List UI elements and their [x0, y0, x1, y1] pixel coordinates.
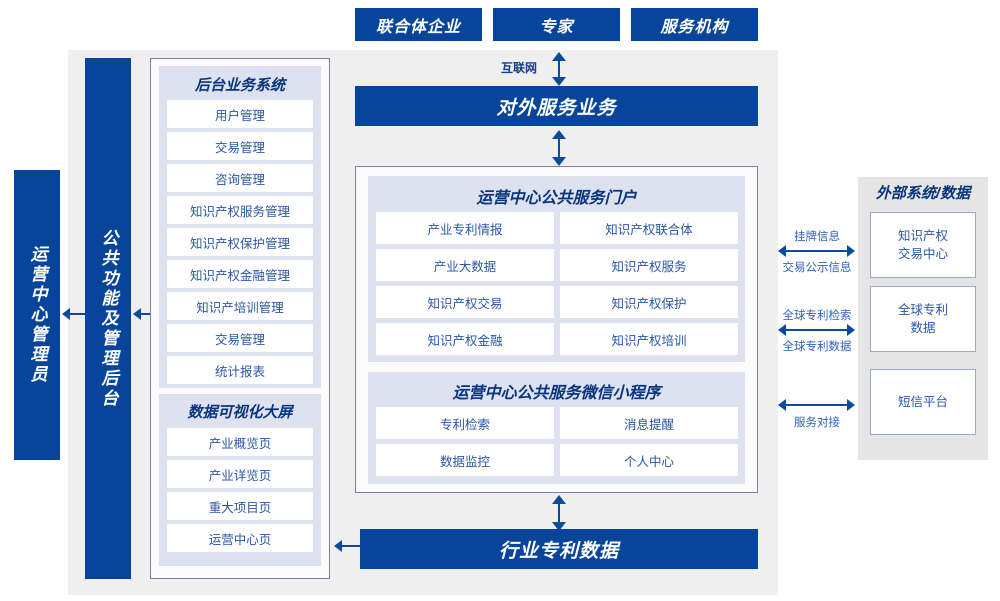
backend-item[interactable]: 知识产权金融管理 [167, 260, 313, 288]
backend-group-title: 后台业务系统 [194, 76, 285, 94]
miniapp-group-title: 运营中心公共服务微信小程序 [452, 385, 661, 402]
sidebar-common-backoffice-label: 公共功能及管理后台 [98, 228, 118, 409]
portal-item[interactable]: 产业专利情报 [376, 212, 554, 244]
external-box-label: 短信平台 [897, 394, 948, 409]
backend-item[interactable]: 知识产权保护管理 [167, 228, 313, 256]
sidebar-common-backoffice: 公共功能及管理后台 [85, 58, 131, 579]
external-box-global-patent[interactable]: 全球专利 数据 [870, 286, 976, 352]
backend-item[interactable]: 统计报表 [167, 356, 313, 384]
portal-group-title: 运营中心公共服务门户 [476, 190, 637, 207]
bottom-bar: 行业专利数据 [360, 529, 758, 569]
top-actor-label: 联合体企业 [375, 18, 461, 36]
visual-item[interactable]: 产业概览页 [167, 428, 313, 456]
external-service-label: 对外服务业务 [496, 97, 617, 119]
ext-connector-patent-label-top: 全球专利检索 [782, 310, 852, 322]
top-actor-0: 联合体企业 [355, 8, 482, 41]
ext-connector-sms-label-bottom: 服务对接 [794, 417, 840, 429]
top-actor-2: 服务机构 [631, 8, 758, 41]
portal-item[interactable]: 产业大数据 [376, 249, 554, 281]
top-actor-label: 服务机构 [660, 18, 729, 36]
backend-item[interactable]: 交易管理 [167, 324, 313, 352]
portal-item[interactable]: 知识产权培训 [560, 323, 738, 355]
portal-item[interactable]: 知识产权保护 [560, 286, 738, 318]
internet-connector [552, 52, 566, 86]
external-panel-title: 外部系统/数据 [875, 185, 971, 202]
miniapp-item[interactable]: 专利检索 [376, 407, 554, 439]
portal-item[interactable]: 知识产权服务 [560, 249, 738, 281]
visual-group-title: 数据可视化大屏 [187, 403, 293, 421]
miniapp-item[interactable]: 个人中心 [560, 444, 738, 476]
portal-item[interactable]: 知识产权金融 [376, 323, 554, 355]
ext-connector-trade-label-bottom: 交易公示信息 [782, 262, 852, 274]
service-portal-connector [552, 130, 566, 166]
portal-item[interactable]: 知识产权联合体 [560, 212, 738, 244]
external-box-trade-center[interactable]: 知识产权 交易中心 [870, 212, 976, 278]
ext-connector-patent-label-bottom: 全球专利数据 [782, 341, 852, 353]
visual-item[interactable]: 运营中心页 [167, 524, 313, 552]
visual-item[interactable]: 重大项目页 [167, 492, 313, 520]
visual-item[interactable]: 产业详览页 [167, 460, 313, 488]
top-actor-1: 专家 [493, 8, 620, 41]
portal-bottombar-connector [552, 495, 566, 531]
portal-item[interactable]: 知识产权交易 [376, 286, 554, 318]
backend-item[interactable]: 知识产培训管理 [167, 292, 313, 320]
external-box-label: 知识产权 交易中心 [897, 228, 948, 261]
miniapp-item[interactable]: 消息提醒 [560, 407, 738, 439]
backend-item[interactable]: 咨询管理 [167, 164, 313, 192]
external-box-label: 全球专利 数据 [897, 302, 948, 335]
external-box-sms-platform[interactable]: 短信平台 [870, 369, 976, 435]
sidebar-operation-admin-label: 运营中心管理员 [27, 245, 47, 385]
external-service-bar: 对外服务业务 [355, 86, 758, 126]
bottom-bar-label: 行业专利数据 [498, 540, 619, 562]
ext-connector-trade-label-top: 挂牌信息 [794, 231, 840, 243]
ext-connector-sms [778, 399, 856, 411]
top-actor-label: 专家 [539, 18, 574, 36]
internet-label: 互联网 [500, 61, 537, 75]
backend-item[interactable]: 用户管理 [167, 100, 313, 128]
miniapp-item[interactable]: 数据监控 [376, 444, 554, 476]
sidebar-operation-admin: 运营中心管理员 [14, 170, 60, 460]
ext-connector-patent [778, 324, 856, 336]
backend-item[interactable]: 交易管理 [167, 132, 313, 160]
backend-item[interactable]: 知识产权服务管理 [167, 196, 313, 224]
ext-connector-trade [778, 245, 856, 257]
